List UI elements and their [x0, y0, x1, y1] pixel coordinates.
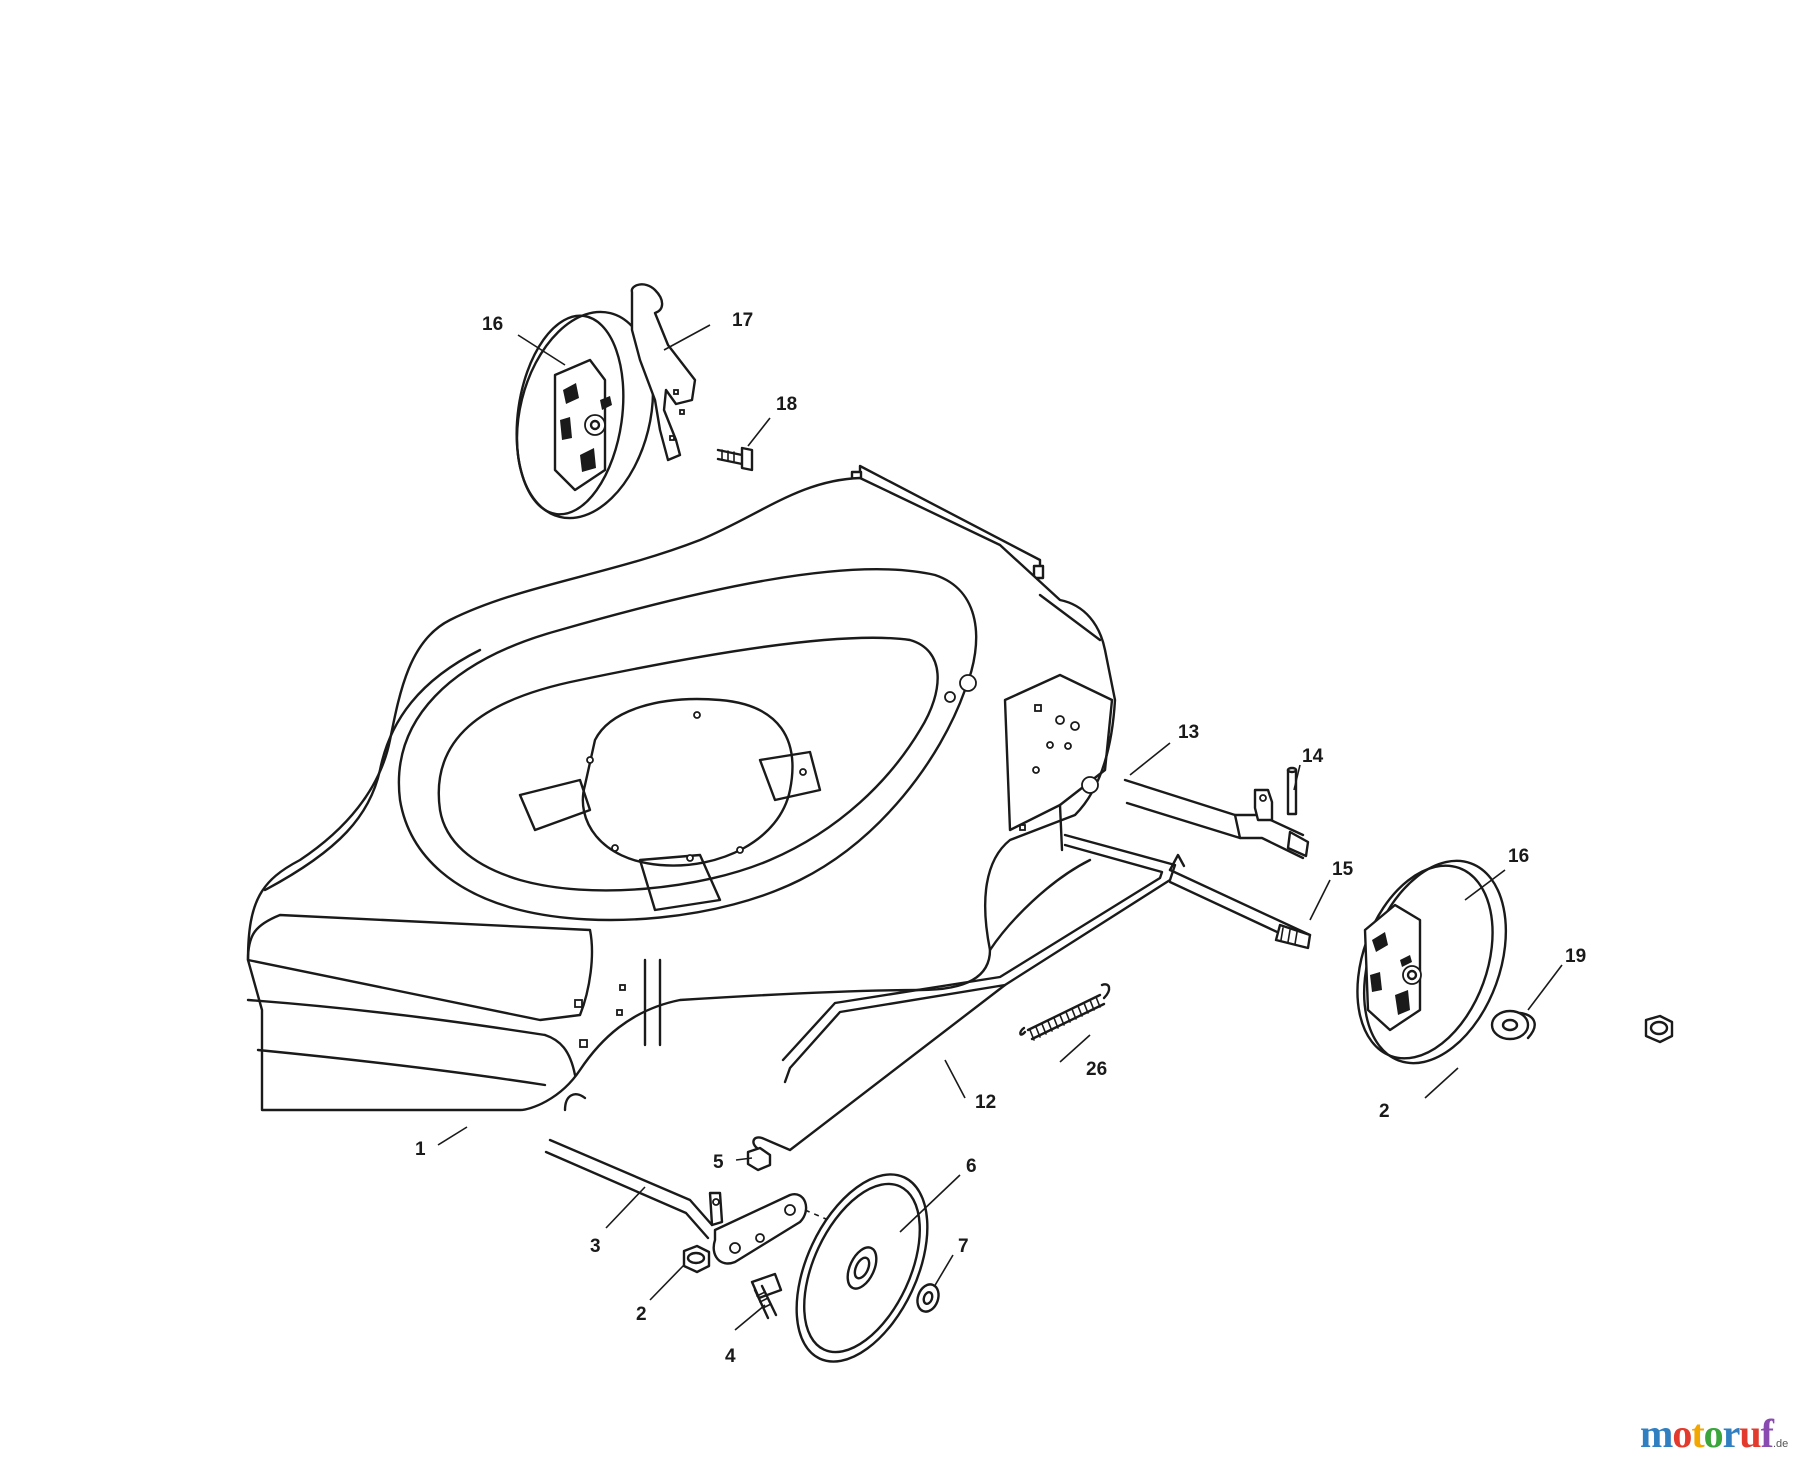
callout-labels: 1 2 2 3 4 5 6 7 12 13 14 15 16 16 17 18 …: [415, 310, 1586, 1367]
callout-26: 26: [1086, 1059, 1107, 1080]
rear-wheel-top: [515, 310, 655, 520]
bolt-front: [750, 1272, 783, 1320]
callout-2-rear: 2: [1379, 1101, 1390, 1122]
wheel-guard-bracket: [630, 283, 697, 462]
callout-14: 14: [1302, 746, 1324, 767]
rear-drive-shaft: [1168, 868, 1312, 950]
callout-5: 5: [713, 1152, 724, 1173]
front-wheel-washer: [916, 1283, 940, 1313]
callout-3: 3: [590, 1236, 601, 1257]
callout-19: 19: [1565, 946, 1586, 967]
mower-deck: [246, 464, 1117, 1112]
lock-nut-front: [682, 1244, 711, 1274]
logo-letter-4: o: [1703, 1411, 1724, 1456]
callout-6: 6: [966, 1156, 977, 1177]
callout-17: 17: [732, 310, 753, 331]
callout-15: 15: [1332, 859, 1354, 880]
logo-letter-3: t: [1691, 1411, 1704, 1456]
callout-13: 13: [1178, 722, 1199, 743]
front-axle: [544, 1138, 724, 1240]
callout-7: 7: [958, 1236, 969, 1257]
callout-2-front: 2: [636, 1304, 647, 1325]
logo-letter-7: f: [1760, 1411, 1774, 1456]
logo-letter-6: u: [1739, 1411, 1761, 1456]
callout-16-right: 16: [1508, 846, 1529, 867]
rear-axle: [1123, 778, 1310, 860]
callout-12: 12: [975, 1092, 996, 1113]
logo-letter-1: m: [1640, 1411, 1673, 1456]
callout-1: 1: [415, 1139, 426, 1160]
leader-lines: [437, 324, 1563, 1331]
front-wheel: [795, 1173, 929, 1363]
rear-washer: [1490, 1009, 1536, 1041]
logo-letter-5: r: [1722, 1411, 1741, 1456]
spring: [1019, 983, 1111, 1041]
callout-18: 18: [776, 394, 797, 415]
logo-letter-2: o: [1672, 1411, 1692, 1456]
lock-nut-rear: [1644, 1014, 1674, 1044]
motoruf-logo: motoruf.de: [1640, 1410, 1788, 1457]
height-bracket: [712, 1193, 808, 1265]
callout-16-top: 16: [482, 314, 503, 335]
washer-nut: [746, 1146, 772, 1172]
callout-4: 4: [725, 1346, 736, 1367]
axle-pin: [1286, 766, 1298, 816]
logo-tld: .de: [1773, 1438, 1789, 1450]
bolt-top: [716, 446, 754, 472]
rear-wheel-right: [1356, 859, 1508, 1065]
